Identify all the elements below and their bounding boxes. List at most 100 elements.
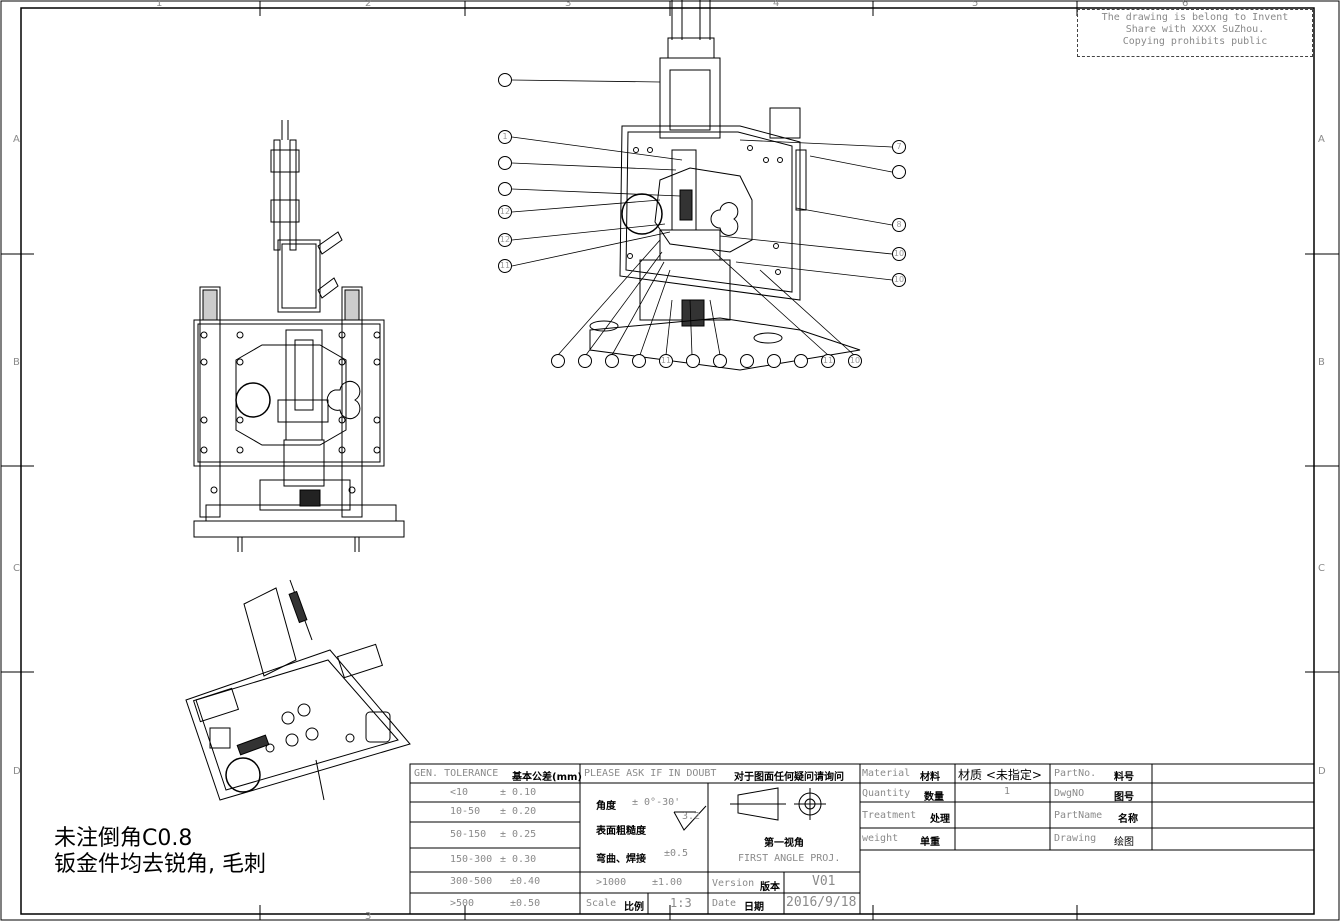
weight-label: weight	[862, 833, 899, 844]
zone-letter-c-right: C	[1318, 563, 1325, 574]
tol-value-5: ±0.50	[510, 898, 541, 909]
callout-balloon	[498, 156, 512, 170]
callout-balloon	[794, 354, 808, 368]
zone-letter-d-right: D	[1318, 766, 1326, 777]
iso-view	[589, 0, 861, 371]
version-label: Version	[712, 878, 755, 889]
dwgno-label: DwgNO	[1054, 788, 1085, 799]
note-chamfer: 未注倒角C0.8	[54, 826, 193, 851]
quantity-label: Quantity	[862, 788, 911, 799]
drawing-label: Drawing	[1054, 833, 1097, 844]
tol-range-2: 50-150	[450, 829, 487, 840]
callout-balloon	[713, 354, 727, 368]
tol-range-5: >500	[450, 898, 475, 909]
bend-value: ±0.5	[664, 848, 689, 859]
callout-balloon	[498, 73, 512, 87]
projection-cn: 第一视角	[764, 838, 804, 849]
callout-balloon	[892, 165, 906, 179]
tol-value-2: ± 0.25	[500, 829, 537, 840]
zone-letter-b-left: B	[13, 357, 20, 368]
callout-balloon	[740, 354, 754, 368]
scale-label: Scale	[586, 898, 617, 909]
callout-balloon: 11	[498, 259, 512, 273]
zone-letter-a-left: A	[13, 134, 20, 145]
please-ask-cn: 对于图面任何疑问请询问	[734, 772, 844, 783]
zone-number-1: 1	[156, 0, 163, 9]
leader-lines	[511, 79, 893, 356]
tol-range-0: <10	[450, 787, 469, 798]
stamp-line-3: Copying prohibits public	[1122, 36, 1268, 47]
zone-number-5: 5	[972, 0, 979, 9]
callout-balloon	[578, 354, 592, 368]
copyright-stamp: The drawing is belong to Invent Share wi…	[1077, 9, 1313, 57]
tol-range-4: 300-500	[450, 876, 493, 887]
zone-letter-d-left: D	[13, 766, 21, 777]
roughness-label: 表面粗糙度	[596, 826, 646, 837]
callout-balloon: 1	[498, 130, 512, 144]
general-notes: 未注倒角C0.8 钣金件均去锐角, 毛刺	[54, 826, 266, 878]
title-block-grid	[409, 763, 1315, 915]
material-value: 材质 <未指定>	[958, 768, 1042, 782]
weight-cn: 单重	[920, 837, 940, 848]
callout-balloon	[498, 182, 512, 196]
callout-balloon: 12	[498, 205, 512, 219]
tol-range-3: 150-300	[450, 854, 493, 865]
tol-value-4: ±0.40	[510, 876, 541, 887]
scale-cn: 比例	[624, 902, 644, 913]
gt1000-range: >1000	[596, 877, 627, 888]
version-value: V01	[812, 874, 836, 889]
projection-en: FIRST ANGLE PROJ.	[738, 853, 841, 864]
partname-cn: 名称	[1118, 814, 1138, 825]
tol-range-1: 10-50	[450, 806, 481, 817]
gen-tolerance-cn: 基本公差(mm)	[512, 772, 582, 783]
scale-value: 1:3	[670, 896, 692, 910]
callout-balloon: 11	[821, 354, 835, 368]
zone-letter-a-right: A	[1318, 134, 1325, 145]
zone-letter-b-right: B	[1318, 357, 1325, 368]
zone-number-6: 6	[1182, 0, 1189, 9]
zone-number-4: 4	[773, 0, 780, 9]
partname-label: PartName	[1054, 810, 1103, 821]
treatment-label: Treatment	[862, 810, 917, 821]
callout-balloon	[632, 354, 646, 368]
callout-balloon: 11	[659, 354, 673, 368]
callout-balloon	[605, 354, 619, 368]
gen-tolerance-label: GEN. TOLERANCE	[414, 768, 499, 779]
bend-label: 弯曲、焊接	[596, 854, 646, 865]
date-label: Date	[712, 898, 737, 909]
zone-number-bottom-3: 3	[365, 911, 372, 922]
zone-letter-c-left: C	[13, 563, 20, 574]
gt1000-tol: ±1.00	[652, 877, 683, 888]
callout-balloon: 10	[892, 247, 906, 261]
roughness-value: 3.2	[682, 811, 701, 822]
callout-balloon	[686, 354, 700, 368]
callout-balloon: 8	[892, 218, 906, 232]
zone-number-2: 2	[365, 0, 372, 9]
material-cn: 材料	[920, 772, 940, 783]
callout-balloon: 7	[892, 140, 906, 154]
callout-balloon: 10	[848, 354, 862, 368]
drawing-cn: 绘图	[1114, 837, 1134, 848]
note-deburr: 钣金件均去锐角, 毛刺	[54, 852, 266, 877]
stamp-line-1: The drawing is belong to Invent	[1101, 12, 1289, 23]
date-cn: 日期	[744, 902, 764, 913]
angle-value: ± 0°-30'	[632, 797, 681, 808]
first-angle-projection-symbol	[730, 787, 826, 821]
please-ask-label: PLEASE ASK IF IN DOUBT	[584, 768, 717, 779]
treatment-cn: 处理	[930, 814, 950, 825]
tol-value-1: ± 0.20	[500, 806, 537, 817]
roughness-symbol	[673, 805, 707, 831]
partno-cn: 料号	[1114, 772, 1134, 783]
version-cn: 版本	[760, 882, 780, 893]
dwgno-cn: 图号	[1114, 792, 1134, 803]
zone-number-3: 3	[565, 0, 572, 9]
partno-label: PartNo.	[1054, 768, 1097, 779]
material-label: Material	[862, 768, 911, 779]
tol-value-3: ± 0.30	[500, 854, 537, 865]
angle-label: 角度	[596, 801, 616, 812]
callout-balloon: 10	[892, 273, 906, 287]
quantity-cn: 数量	[924, 792, 944, 803]
tol-value-0: ± 0.10	[500, 787, 537, 798]
